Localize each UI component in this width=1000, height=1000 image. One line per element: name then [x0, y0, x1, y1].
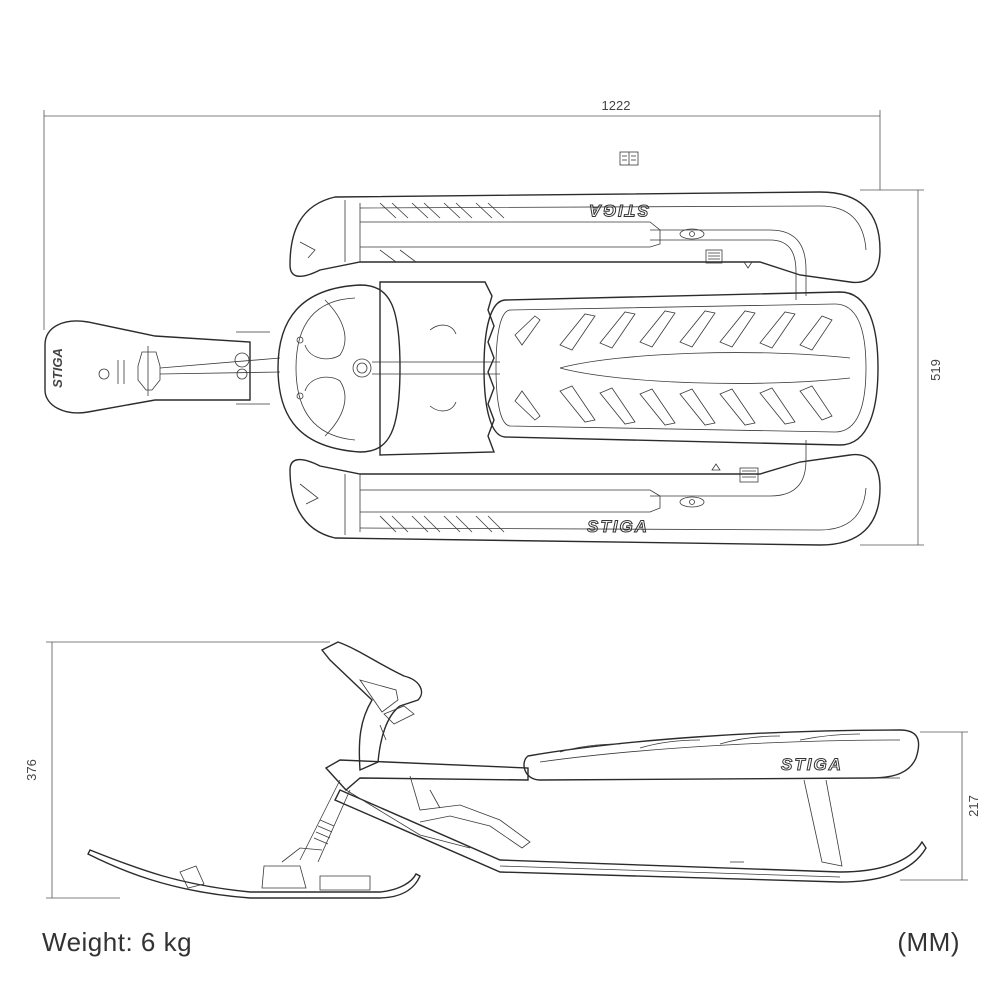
manual-book-icon — [619, 151, 639, 166]
dimension-length: 1222 — [43, 98, 881, 330]
dimension-height-total-label: 376 — [24, 759, 39, 781]
upper-runner-ski: STIGA — [289, 191, 881, 300]
side-seat-deck: STIGA — [523, 729, 920, 781]
brand-logo-side: STIGA — [781, 755, 843, 774]
weight-label: Weight: 6 kg — [42, 927, 193, 957]
side-steering-ski — [87, 847, 421, 899]
top-view: 1222 519 — [43, 98, 943, 546]
unit-label: (MM) — [897, 927, 960, 957]
dimension-height-total: 376 — [24, 641, 330, 899]
seat-deck — [483, 291, 879, 446]
dimension-height-seat: 217 — [900, 731, 981, 881]
dimension-width-label: 519 — [928, 359, 943, 381]
lower-runner-ski: STIGA — [289, 440, 881, 546]
steering-ski: STIGA — [44, 320, 281, 414]
side-frame — [324, 759, 531, 849]
steering-handlebar — [277, 281, 500, 456]
side-steering-column — [299, 641, 423, 863]
dimension-height-seat-label: 217 — [966, 795, 981, 817]
side-view: 376 217 STIGA — [24, 641, 981, 899]
brand-logo-upper: STIGA — [587, 201, 649, 220]
brand-logo-front: STIGA — [50, 348, 65, 388]
side-rear-runner — [334, 779, 927, 883]
brand-logo-lower: STIGA — [587, 517, 649, 536]
dimension-length-label: 1222 — [602, 98, 631, 113]
dimension-width: 519 — [860, 189, 943, 546]
